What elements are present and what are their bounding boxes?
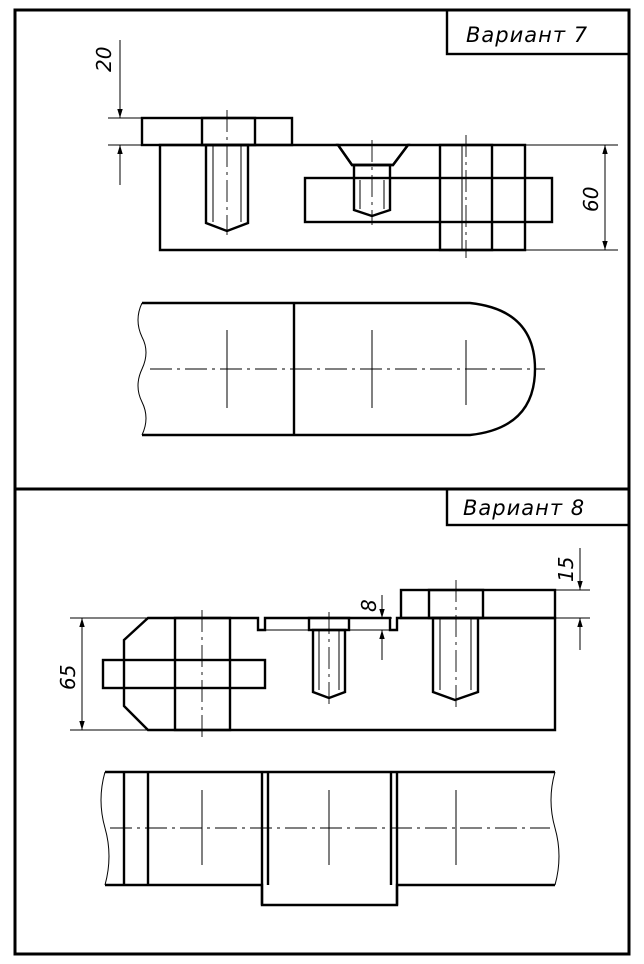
insert-bar bbox=[303, 176, 554, 224]
variant-7-panel: Вариант 7 bbox=[92, 8, 631, 437]
variant-7-title-box bbox=[445, 8, 631, 56]
variant-8-section-view bbox=[101, 580, 557, 740]
variant-8-panel: Вариант 8 bbox=[56, 487, 631, 907]
pin bbox=[173, 616, 232, 732]
dimension-20-label: 20 bbox=[92, 47, 116, 72]
base-body bbox=[122, 616, 557, 732]
dimension-20: 20 bbox=[92, 40, 160, 185]
break-line-left bbox=[100, 771, 110, 886]
base-body bbox=[158, 143, 527, 252]
variant-8-title: Вариант 8 bbox=[463, 496, 585, 520]
variant-8-title-box bbox=[445, 487, 631, 527]
bolt-head bbox=[200, 116, 257, 147]
variant-7-plan-view bbox=[137, 301, 545, 437]
dimension-60-label: 60 bbox=[579, 187, 603, 212]
top-plate bbox=[140, 116, 294, 147]
variant-8-plan-view bbox=[100, 770, 560, 907]
countersink bbox=[335, 143, 411, 167]
dimension-60: 60 bbox=[525, 144, 618, 251]
dimension-8: 8 bbox=[357, 595, 392, 660]
countersunk-screw bbox=[352, 163, 392, 218]
variant-7-section-view bbox=[140, 110, 554, 258]
sheet-frame bbox=[13, 8, 631, 956]
top-plate bbox=[399, 588, 557, 620]
break-line-right bbox=[550, 771, 560, 886]
recess-strip bbox=[264, 617, 391, 631]
dimension-15-label: 15 bbox=[554, 557, 578, 582]
dimension-65-label: 65 bbox=[56, 665, 80, 690]
insert-bar bbox=[101, 658, 267, 690]
dimension-8-label: 8 bbox=[357, 599, 381, 612]
variant-7-title: Вариант 7 bbox=[466, 23, 588, 47]
dimension-65: 65 bbox=[56, 617, 148, 731]
break-line bbox=[137, 302, 147, 436]
screw-middle bbox=[311, 628, 347, 700]
dimension-15: 15 bbox=[554, 548, 590, 650]
